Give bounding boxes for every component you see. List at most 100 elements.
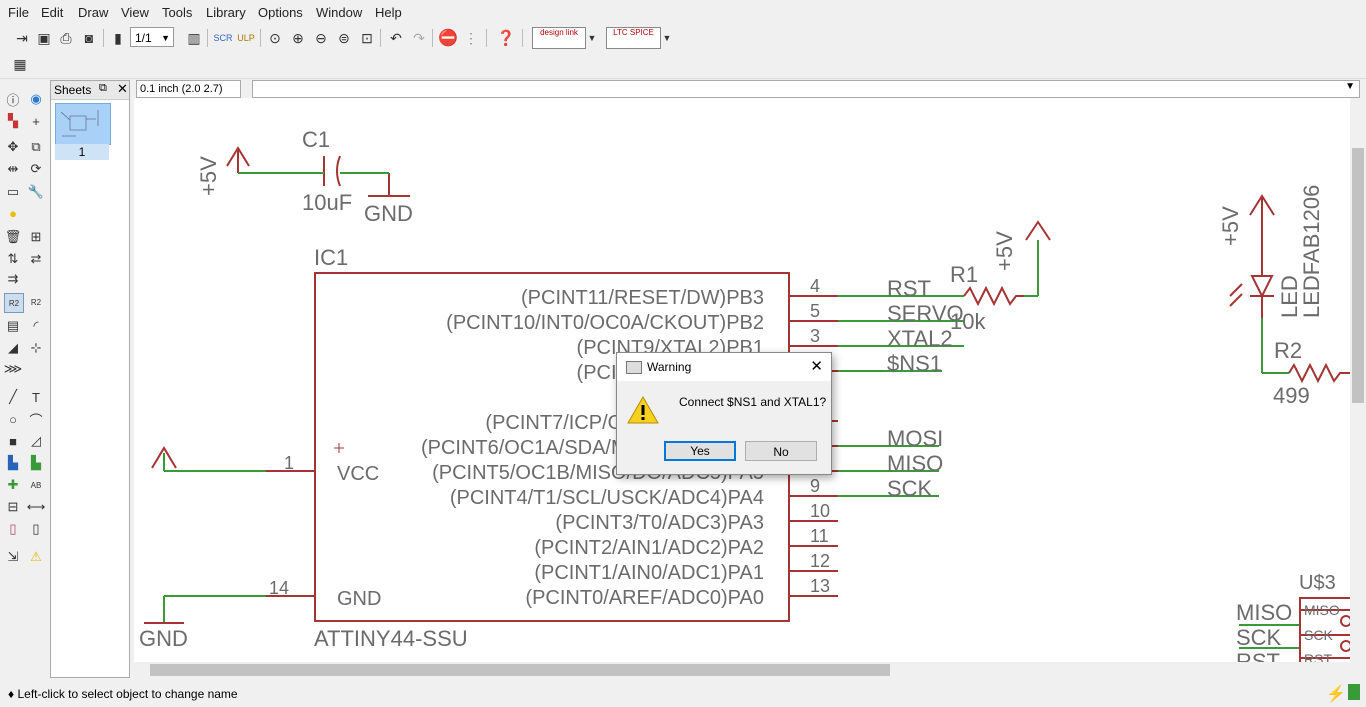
mirror-icon[interactable]: ⇹: [7, 161, 19, 176]
sheet-thumbnail[interactable]: [55, 103, 111, 145]
ulp-icon[interactable]: ULP: [237, 33, 255, 43]
go-icon[interactable]: ⋮: [464, 29, 478, 46]
menu-view[interactable]: View: [121, 5, 149, 20]
u3-net-sck[interactable]: SCK: [1236, 625, 1282, 650]
net-label-miso[interactable]: MISO: [887, 451, 943, 476]
name-icon[interactable]: R2: [4, 293, 24, 313]
net-label-sck[interactable]: SCK: [887, 476, 933, 501]
invoke-icon[interactable]: ⊹: [30, 340, 42, 355]
vertical-scroll-thumb[interactable]: [1352, 148, 1364, 403]
c1-name[interactable]: C1: [302, 127, 330, 152]
led-name[interactable]: LED: [1277, 275, 1302, 318]
net-label-rst[interactable]: RST: [887, 276, 931, 301]
chevron-down-icon[interactable]: ▼: [1345, 81, 1355, 92]
r1-value[interactable]: 10k: [950, 309, 986, 334]
wire-icon[interactable]: ╱: [9, 389, 17, 404]
net-icon[interactable]: ▙: [31, 455, 41, 470]
redo-icon[interactable]: ↷: [413, 29, 425, 46]
menu-file[interactable]: File: [8, 5, 29, 20]
print-icon[interactable]: ⎙: [60, 29, 72, 46]
close-icon[interactable]: ✕: [810, 358, 823, 375]
menu-window[interactable]: Window: [316, 5, 363, 20]
net-label-xtal2[interactable]: XTAL2: [887, 326, 953, 351]
undo-icon[interactable]: ↶: [390, 29, 402, 46]
menu-tools[interactable]: Tools: [162, 5, 193, 20]
paste-icon[interactable]: ●: [9, 205, 17, 221]
menu-help[interactable]: Help: [375, 5, 402, 20]
chevron-down-icon[interactable]: ▼: [662, 33, 672, 43]
text-icon[interactable]: T: [32, 389, 40, 405]
port-icon[interactable]: ▯: [32, 521, 40, 536]
script-icon[interactable]: ⇥: [16, 29, 28, 46]
lightning-icon[interactable]: ⚡: [1326, 686, 1346, 703]
menu-options[interactable]: Options: [258, 5, 303, 20]
miter-icon[interactable]: ◜: [33, 318, 39, 333]
replace-icon[interactable]: ⇄: [30, 251, 42, 266]
copy-icon[interactable]: ⧉: [31, 139, 41, 154]
erc-icon[interactable]: ⇲: [7, 549, 19, 564]
command-input[interactable]: ▼: [252, 80, 1360, 98]
menu-edit[interactable]: Edit: [41, 5, 64, 20]
display-icon[interactable]: ▚: [8, 113, 18, 128]
net-label-ns1[interactable]: $NS1: [887, 351, 942, 376]
zoom-redraw-icon[interactable]: ⊜: [338, 29, 350, 46]
net-label-servo[interactable]: SERVO: [887, 301, 964, 326]
gnd-label-c1[interactable]: GND: [364, 201, 413, 226]
change-icon[interactable]: 🔧: [27, 184, 45, 199]
polygon-icon[interactable]: ◿: [31, 433, 41, 448]
arc-icon[interactable]: ⌒: [29, 412, 43, 428]
scr-icon[interactable]: SCR: [213, 33, 233, 43]
ic1-value[interactable]: ATTINY44-SSU: [314, 626, 468, 651]
help-icon[interactable]: ❓: [496, 30, 516, 47]
menu-draw[interactable]: Draw: [78, 5, 109, 20]
r2-value[interactable]: 499: [1273, 383, 1310, 408]
board-icon[interactable]: ▮: [114, 29, 122, 46]
yes-button[interactable]: Yes: [664, 441, 736, 461]
label-icon[interactable]: AB: [30, 480, 42, 490]
split-icon[interactable]: ◢: [8, 340, 18, 355]
zoom-out-icon[interactable]: ⊖: [315, 29, 327, 46]
close-icon[interactable]: ✕: [117, 81, 128, 96]
rect-icon[interactable]: ■: [9, 433, 17, 449]
sheet-select[interactable]: 1/1▼: [130, 27, 174, 47]
plus5v-label-c1[interactable]: +5V: [196, 156, 221, 196]
delete-icon[interactable]: 🗑: [4, 229, 22, 244]
restore-icon[interactable]: ⧉: [99, 82, 107, 94]
no-button[interactable]: No: [745, 441, 817, 461]
plus5v-label-led[interactable]: +5V: [1218, 206, 1243, 246]
r2-name[interactable]: R2: [1274, 338, 1302, 363]
module-icon[interactable]: ▯: [9, 521, 17, 536]
u3-name[interactable]: U$3: [1299, 572, 1336, 594]
u3-net-rst[interactable]: RST: [1236, 649, 1280, 662]
net-label-mosi[interactable]: MOSI: [887, 426, 943, 451]
grid-icon[interactable]: ▦: [13, 55, 27, 72]
sheet-number[interactable]: 1: [55, 144, 109, 160]
c1-value[interactable]: 10uF: [302, 190, 352, 215]
rotate-icon[interactable]: ⟳: [30, 161, 42, 176]
circle-icon[interactable]: ○: [9, 411, 17, 427]
pinswap-icon[interactable]: ⇅: [7, 251, 19, 266]
optimize-icon[interactable]: ⋙: [3, 361, 23, 376]
menu-library[interactable]: Library: [206, 5, 246, 20]
gateswap-icon[interactable]: ⇉: [7, 271, 19, 286]
r1-name[interactable]: R1: [950, 262, 978, 287]
add-icon[interactable]: ⊞: [30, 229, 42, 244]
bus-icon[interactable]: ▙: [8, 455, 18, 470]
horizontal-scroll-thumb[interactable]: [150, 664, 890, 676]
sheet-nav-icon[interactable]: ▥: [187, 29, 201, 46]
cam-icon[interactable]: ◙: [84, 30, 94, 46]
junction-icon[interactable]: ✚: [7, 477, 19, 492]
design-link-button[interactable]: design link: [532, 27, 586, 49]
smash-icon[interactable]: ▤: [6, 318, 20, 333]
info-icon[interactable]: ⓘ: [6, 92, 20, 108]
move-icon[interactable]: ✥: [7, 139, 19, 154]
stop-icon[interactable]: ⛔: [438, 30, 458, 47]
ic1-name[interactable]: IC1: [314, 245, 348, 270]
gnd-label-left[interactable]: GND: [139, 626, 188, 651]
stop-status-icon[interactable]: [1348, 684, 1360, 700]
zoom-area-icon[interactable]: ⊡: [361, 29, 373, 46]
dimension-icon[interactable]: ⟷: [26, 499, 46, 514]
zoom-in-icon[interactable]: ⊕: [292, 29, 304, 46]
warning-icon[interactable]: ⚠: [30, 549, 42, 564]
save-icon[interactable]: ▣: [37, 29, 51, 46]
